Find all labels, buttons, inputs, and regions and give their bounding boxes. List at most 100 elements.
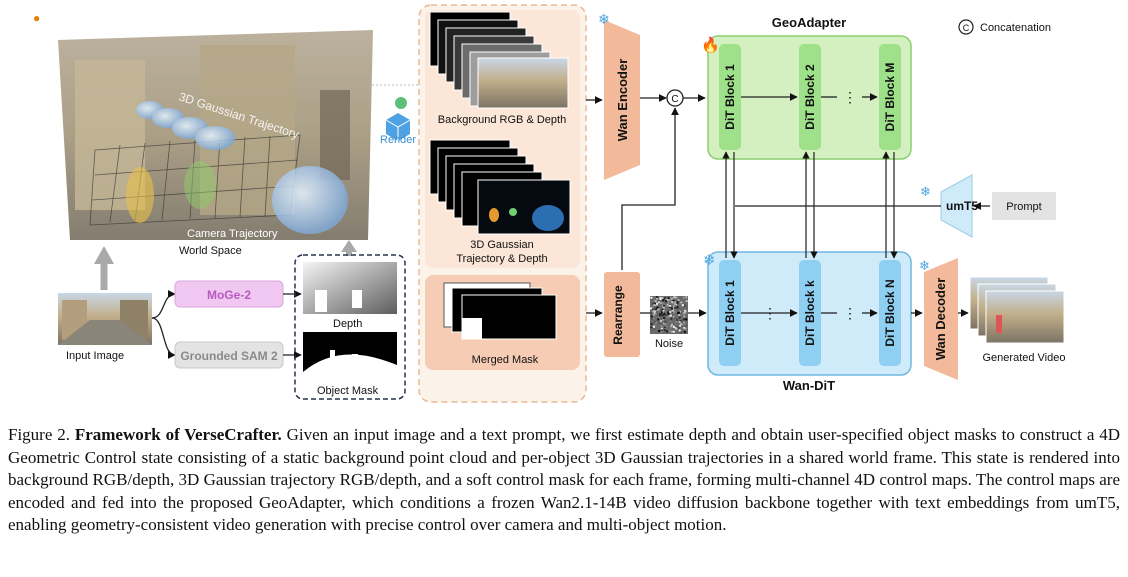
noise-pixel [676, 318, 679, 321]
noise-pixel [661, 297, 664, 300]
noise-pixel [652, 331, 655, 334]
noise-pixel [664, 297, 667, 300]
prompt-box [992, 192, 1056, 220]
gaussian-ellipsoids [126, 101, 348, 234]
noise-pixel [670, 323, 673, 326]
noise-pixel [665, 304, 668, 307]
noise-pixel [651, 317, 654, 320]
noise-pixel [676, 306, 679, 309]
noise-pixel [671, 310, 674, 313]
noise-pixel [669, 297, 672, 300]
noise-pixel [680, 301, 683, 304]
noise-pixel [655, 296, 658, 299]
concat-legend-symbol [958, 19, 974, 35]
noise-pixel [657, 317, 660, 320]
noise-pixel [650, 315, 653, 318]
noise-pixel [661, 301, 664, 304]
noise-pixel [682, 316, 685, 319]
noise-pixel [650, 326, 653, 329]
noise-pixel [660, 302, 663, 305]
noise-pixel [661, 314, 664, 317]
geo-block-2 [799, 44, 821, 150]
blender-logo: blender [68, 10, 115, 25]
noise-pixel [651, 308, 654, 311]
noise-pixel [650, 296, 653, 299]
noise-pixel [678, 316, 681, 319]
gaussian-label-2: Trajectory & Depth [456, 253, 547, 265]
geo-block-label-3: DiT Block M [883, 63, 897, 132]
noise-pixel [664, 314, 667, 317]
frozen-icon-dit: ❄ [703, 251, 716, 269]
noise-pixel [657, 318, 660, 321]
noise-pixel [674, 306, 677, 309]
wan-decoder-label: Wan Decoder [933, 278, 948, 361]
noise-pixel [667, 310, 670, 313]
noise-pixel [670, 300, 673, 303]
input-image-label: Input Image [66, 350, 124, 362]
point-cloud-label: Point Cloud [318, 21, 375, 33]
noise-pixel [659, 324, 662, 327]
noise-pixel [653, 312, 656, 315]
wan-dit-label: Wan-DiT [783, 378, 835, 393]
noise-pixel [652, 300, 655, 303]
noise-pixel [662, 306, 665, 309]
noise-pixel [682, 320, 685, 323]
noise-pixel [673, 305, 676, 308]
merged-mask-stack [443, 282, 557, 340]
noise-pixel [672, 301, 675, 304]
frozen-icon-encoder: ❄ [598, 12, 610, 28]
wan-block-1 [719, 260, 741, 366]
noise-pixel [664, 323, 667, 326]
noise-pixel [652, 301, 655, 304]
noise-pixel [660, 325, 663, 328]
world-space-scene: ● blender Point Cloud 3D Gaussian Trajec… [33, 10, 375, 257]
noise-pixel [676, 300, 679, 303]
noise-pixel [683, 326, 686, 329]
noise-pixel [676, 305, 679, 308]
noise-pixel [674, 319, 677, 322]
caption-title: Framework of VerseCrafter. [74, 425, 282, 444]
noise-pixel [663, 329, 666, 332]
noise-pixel [653, 297, 656, 300]
noise-pixel [669, 311, 672, 314]
figure-caption: Figure 2. Framework of VerseCrafter. Giv… [8, 424, 1120, 537]
noise-pixel [652, 310, 655, 313]
noise-pixel [683, 312, 686, 315]
rearrange-box [604, 272, 640, 357]
wan-encoder-label: Wan Encoder [615, 59, 630, 142]
grounded-sam-label: Grounded SAM 2 [180, 349, 278, 363]
noise-pixel [670, 316, 673, 319]
noise-pixel [657, 301, 660, 304]
noise-pixel [665, 305, 668, 308]
render-label: Render [380, 134, 416, 146]
noise-pixel [662, 305, 665, 308]
noise-pixel [678, 314, 681, 317]
wan-block-2 [799, 260, 821, 366]
noise-pixel [680, 299, 683, 302]
noise-patch [650, 296, 688, 334]
gaussian-trajectory-stack [429, 139, 571, 235]
noise-pixel [672, 325, 675, 328]
noise-pixel [653, 303, 656, 306]
noise-pixel [656, 306, 659, 309]
noise-pixel [654, 302, 657, 305]
rearrange-label: Rearrange [611, 285, 625, 345]
wan-encoder [604, 20, 640, 180]
merged-mask-label: Merged Mask [472, 354, 539, 366]
caption-body: Given an input image and a text prompt, … [8, 425, 1121, 534]
noise-pixel [673, 302, 676, 305]
noise-pixel [663, 299, 666, 302]
camera-trajectory-label: Camera Trajectory [187, 228, 278, 240]
noise-pixel [664, 320, 667, 323]
render-icon [385, 97, 411, 141]
noise-pixel [658, 330, 661, 333]
noise-pixel [664, 324, 667, 327]
noise-pixel [682, 321, 685, 324]
noise-pixel [684, 327, 687, 330]
concat-legend-letter: C [963, 23, 970, 33]
noise-pixel [683, 304, 686, 307]
wan-block-label-2: DiT Block k [803, 280, 817, 346]
gaussian-label-1: 3D Gaussian [470, 239, 534, 251]
